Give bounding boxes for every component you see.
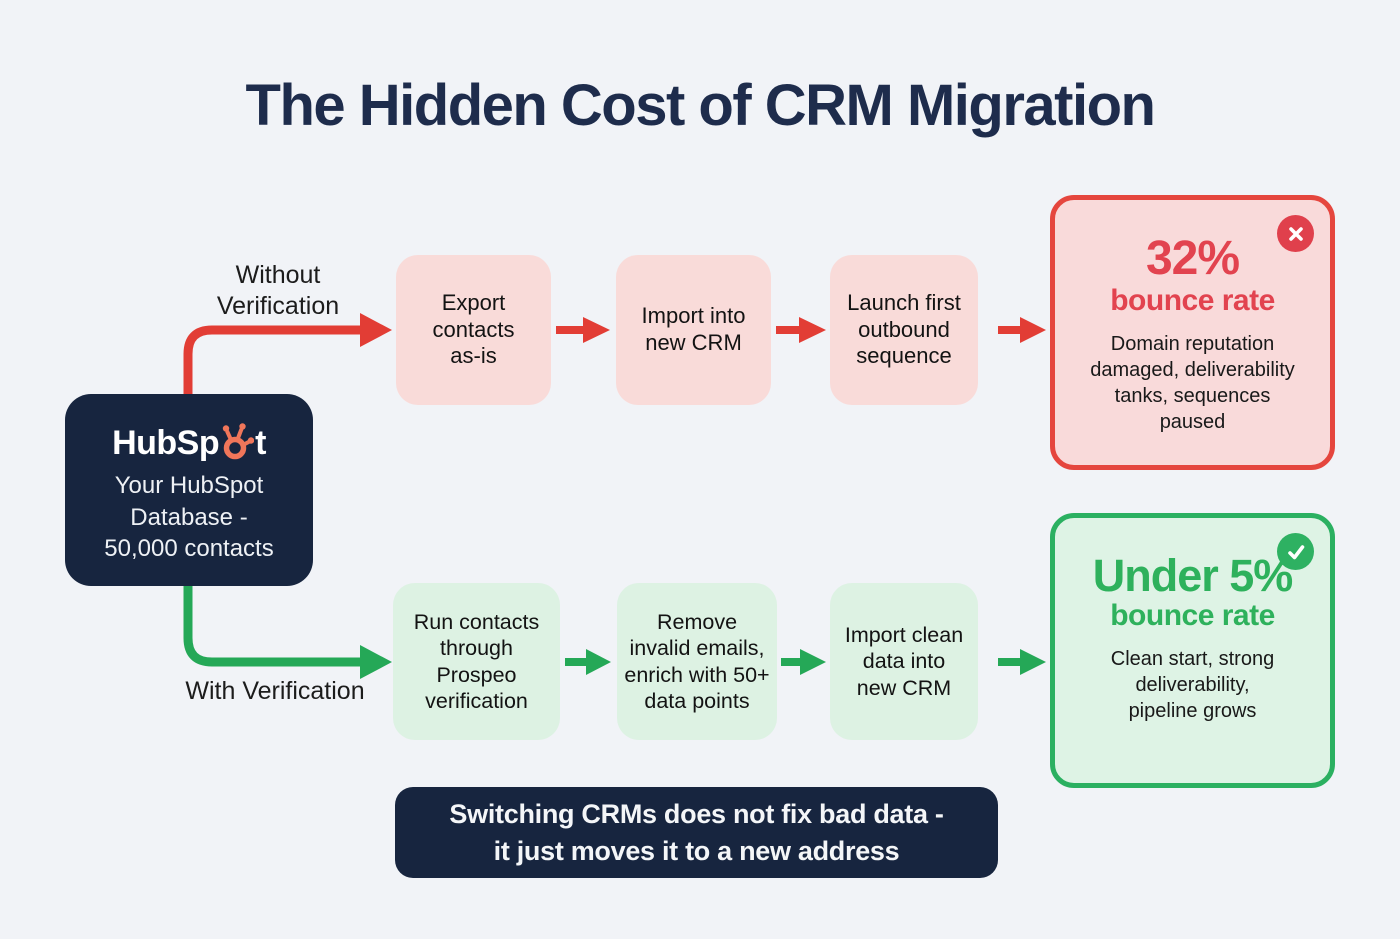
step-export-contacts: Export contacts as-is xyxy=(396,255,551,405)
takeaway-text: Switching CRMs does not fix bad data - i… xyxy=(449,799,944,866)
bounce-rate-label: bounce rate xyxy=(1110,599,1275,633)
result-card-without-verification: 32% bounce rate Domain reputation damage… xyxy=(1050,195,1335,470)
check-icon xyxy=(1287,544,1304,559)
green-step-arrow xyxy=(565,649,611,675)
hubspot-logo-text-left: HubSp xyxy=(112,424,220,462)
red-result-arrow xyxy=(998,317,1046,343)
with-branch-connector xyxy=(183,584,392,679)
hubspot-logo: HubSp t xyxy=(112,416,266,460)
page-title: The Hidden Cost of CRM Migration xyxy=(245,73,1156,138)
hubspot-database-description: Your HubSpot Database - 50,000 contacts xyxy=(104,472,274,563)
green-result-arrow xyxy=(998,649,1046,675)
result-description: Clean start, strong deliverability, pipe… xyxy=(1110,647,1275,722)
step-label: Export contacts as-is xyxy=(432,289,515,369)
bounce-rate-label: bounce rate xyxy=(1110,284,1275,318)
red-step-arrow xyxy=(776,317,826,343)
result-card-with-verification: Under 5% bounce rate Clean start, strong… xyxy=(1050,513,1335,788)
green-step-arrow xyxy=(781,649,826,675)
fail-badge xyxy=(1277,215,1314,252)
hubspot-logo-text-right: t xyxy=(255,424,266,462)
branch-label-with: With Verification xyxy=(185,677,365,705)
step-import-clean-data: Import clean data into new CRM xyxy=(830,583,978,740)
bounce-rate-stat: 32% xyxy=(1145,232,1240,285)
result-description: Domain reputation damaged, deliverabilit… xyxy=(1090,332,1295,433)
hubspot-sprocket-icon xyxy=(222,423,255,460)
step-launch-outbound: Launch first outbound sequence xyxy=(830,255,978,405)
step-remove-invalid-enrich: Remove invalid emails, enrich with 50+ d… xyxy=(617,583,777,740)
without-branch-connector xyxy=(183,313,392,396)
step-label: Import into new CRM xyxy=(641,303,746,355)
step-label: Import clean data into new CRM xyxy=(844,623,964,700)
success-badge xyxy=(1277,533,1314,570)
red-step-arrow xyxy=(556,317,610,343)
x-icon xyxy=(1288,226,1303,241)
step-import-new-crm: Import into new CRM xyxy=(616,255,771,405)
step-label: Remove invalid emails, enrich with 50+ d… xyxy=(624,610,770,713)
step-label: Run contacts through Prospeo verificatio… xyxy=(413,610,540,713)
step-prospeo-verification: Run contacts through Prospeo verificatio… xyxy=(393,583,560,740)
branch-label-without: Without Verification xyxy=(216,261,340,321)
hubspot-database-card: HubSp t Your HubSpot Database - 50,000 c… xyxy=(65,394,313,586)
bounce-rate-stat: Under 5% xyxy=(1092,550,1294,601)
step-label: Launch first outbound sequence xyxy=(847,289,961,369)
takeaway-banner: Switching CRMs does not fix bad data - i… xyxy=(395,787,998,878)
